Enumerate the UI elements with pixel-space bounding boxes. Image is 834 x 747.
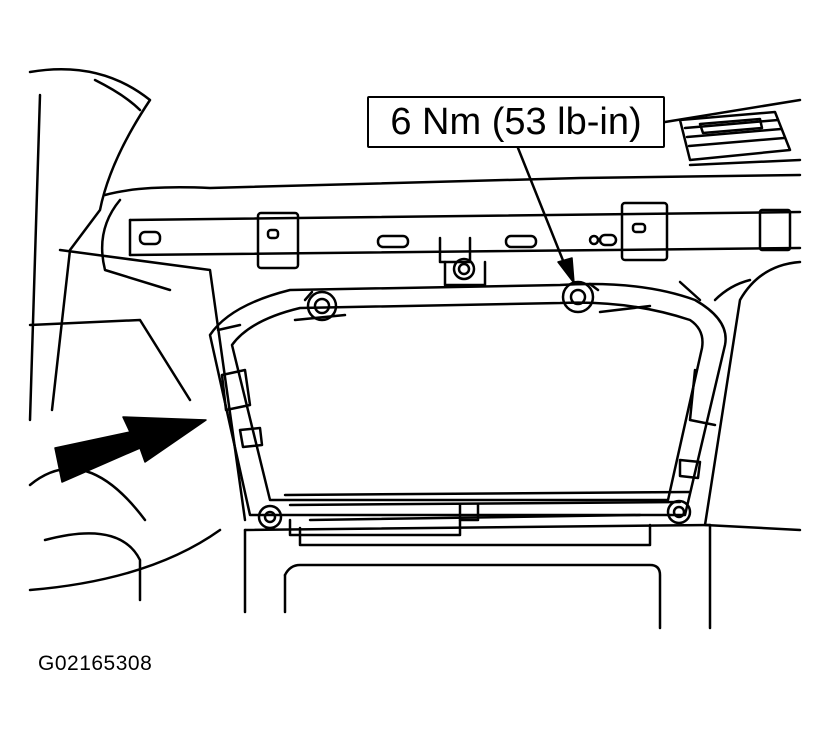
callout-leader (516, 146, 575, 284)
figure-id: G02165308 (38, 652, 153, 675)
bolt-top-right (561, 280, 600, 314)
mounting-rail (128, 201, 802, 287)
left-pillar-trim (28, 68, 247, 602)
arrow-right-icon (54, 416, 207, 483)
torque-label: 6 Nm (53 lb-in) (390, 100, 642, 143)
torque-callout: 6 Nm (53 lb-in) (367, 96, 665, 148)
bolt-bottom-right (666, 499, 692, 525)
bolt-top-center (452, 257, 476, 281)
air-vent-right (678, 110, 792, 162)
lower-console (243, 503, 712, 630)
right-side-trim (678, 260, 802, 532)
cluster-bezel (208, 282, 727, 517)
bolt-top-left (303, 290, 338, 322)
bolt-bottom-left (257, 504, 283, 530)
